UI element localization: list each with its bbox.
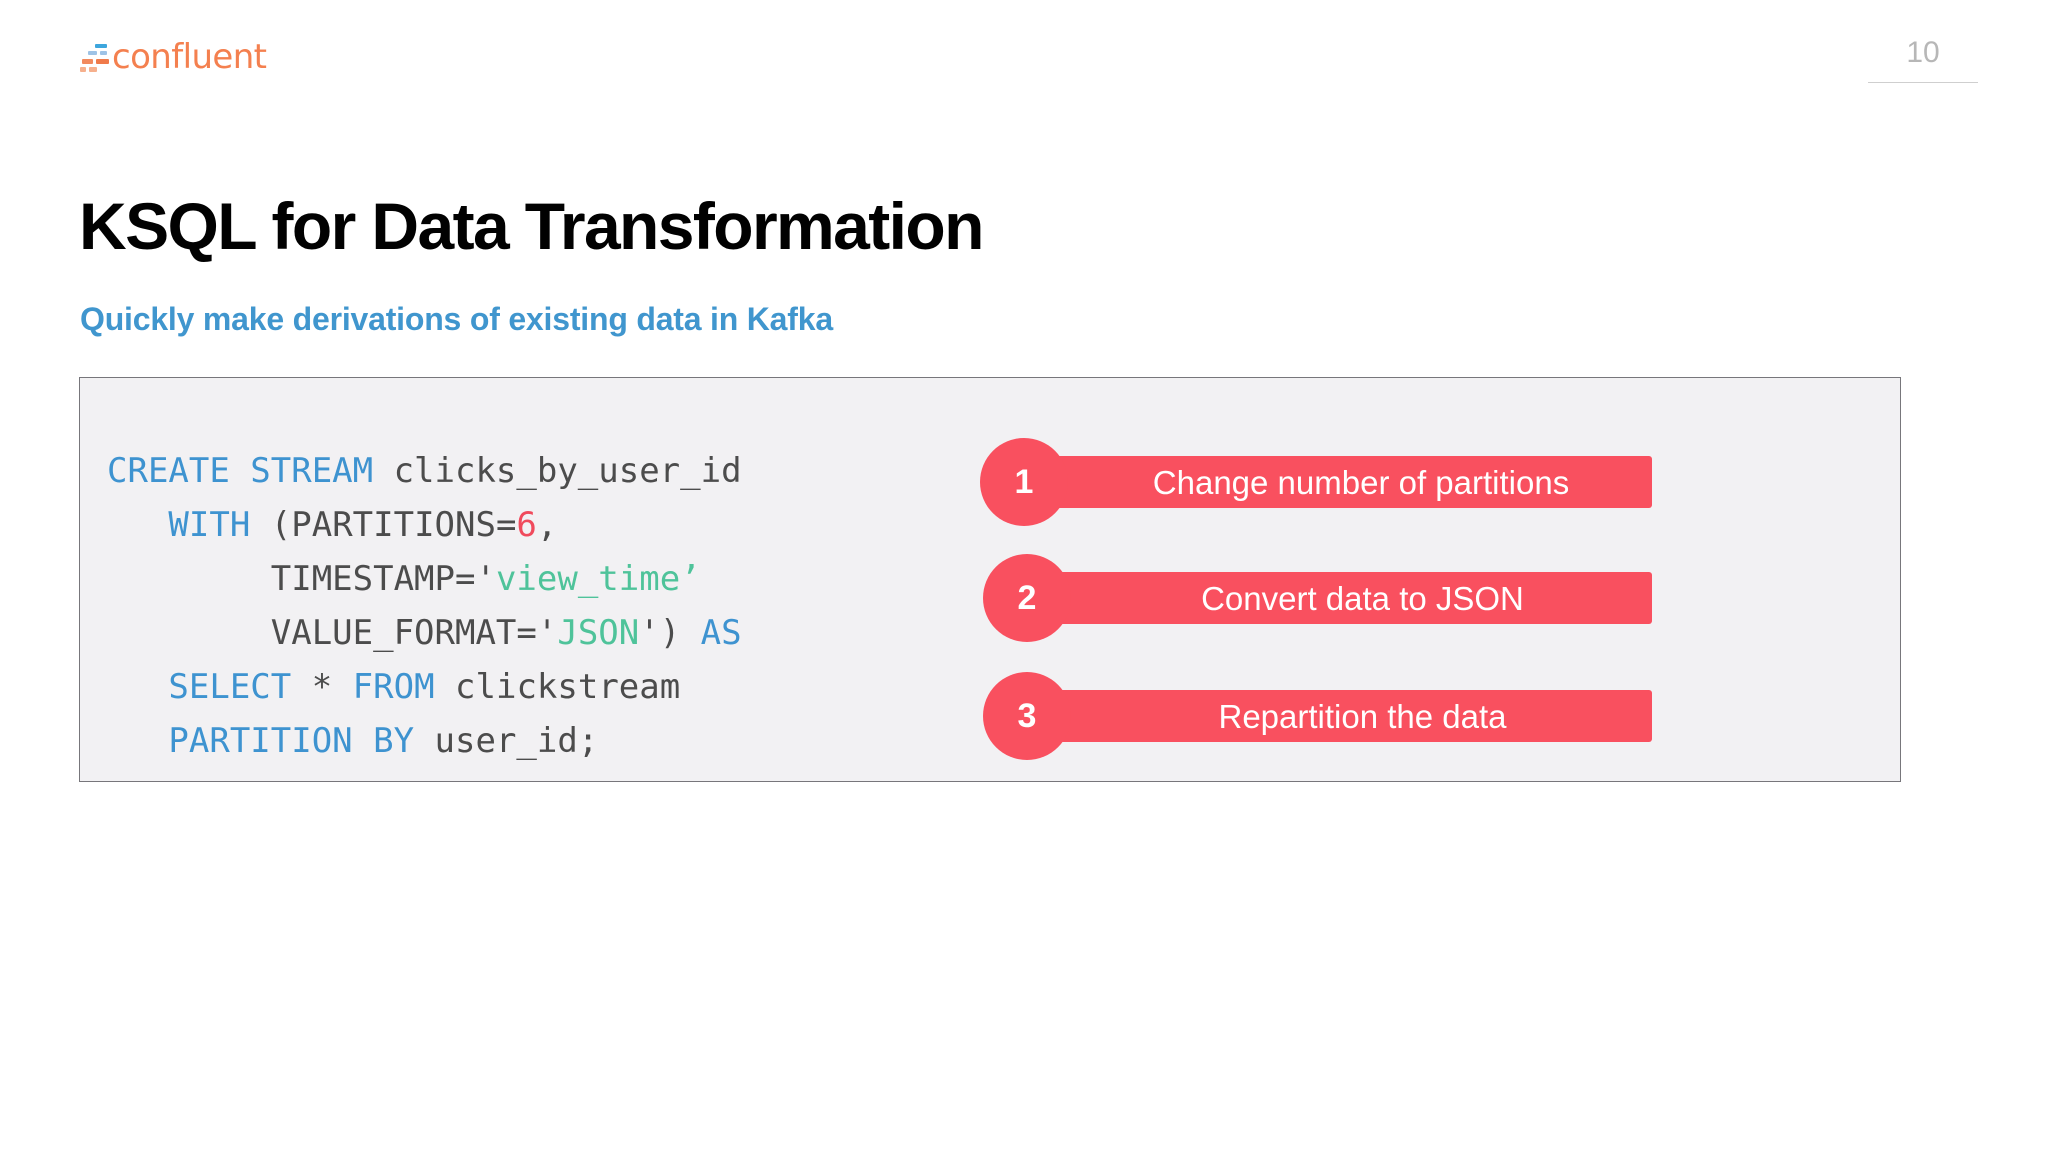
page-subtitle: Quickly make derivations of existing dat… — [80, 300, 833, 337]
code-token-pln: TIMESTAMP=' — [107, 559, 496, 599]
page-number-block: 10 — [1868, 38, 1978, 83]
code-token-kw: FROM — [352, 667, 435, 707]
code-token-pln: clickstream — [434, 667, 681, 707]
code-token-str: view_time’ — [495, 559, 701, 599]
callout-number: 1 — [1014, 463, 1034, 501]
callout-label: Change number of partitions — [1152, 463, 1570, 501]
confluent-logo: confluent — [80, 36, 267, 80]
callout-number: 2 — [1017, 579, 1037, 617]
page-number: 10 — [1906, 36, 1940, 69]
code-token-pln: VALUE_FORMAT=' — [107, 613, 558, 653]
code-token-kw: CREATE STREAM — [107, 451, 374, 491]
callout-label: Convert data to JSON — [1201, 579, 1524, 617]
page-number-divider — [1868, 82, 1978, 83]
code-token-pln — [107, 505, 168, 545]
callout-bar: Convert data to JSON — [1027, 572, 1652, 624]
callout-number-badge: 2 — [983, 554, 1071, 642]
code-token-num: 6 — [516, 505, 537, 545]
page-title: KSQL for Data Transformation — [79, 189, 984, 264]
code-token-pln: , — [536, 505, 558, 545]
code-token-pln — [107, 721, 168, 761]
code-token-pln — [107, 667, 168, 707]
callout-bar: Change number of partitions — [1024, 456, 1652, 508]
sql-code-block: CREATE STREAM clicks_by_user_id WITH (PA… — [107, 444, 742, 768]
code-token-str: JSON — [557, 613, 640, 653]
code-token-pln: user_id; — [414, 721, 599, 761]
callout-number-badge: 3 — [983, 672, 1071, 760]
code-token-kw: AS — [700, 613, 742, 653]
code-token-pln: clicks_by_user_id — [373, 451, 742, 491]
code-token-kw: WITH — [168, 505, 251, 545]
confluent-logo-mark-icon — [80, 41, 110, 75]
callout-number-badge: 1 — [980, 438, 1068, 526]
code-token-kw: SELECT — [168, 667, 292, 707]
callout-label: Repartition the data — [1218, 697, 1507, 735]
code-token-kw: PARTITION BY — [168, 721, 415, 761]
callout-bar: Repartition the data — [1027, 690, 1652, 742]
slide-header: confluent 10 — [0, 0, 2048, 120]
code-token-pln: (PARTITIONS= — [250, 505, 517, 545]
code-token-pln: ') — [639, 613, 701, 653]
code-token-pln: * — [291, 667, 353, 707]
callout-number: 3 — [1017, 697, 1037, 735]
confluent-logo-wordmark: confluent — [112, 37, 267, 77]
